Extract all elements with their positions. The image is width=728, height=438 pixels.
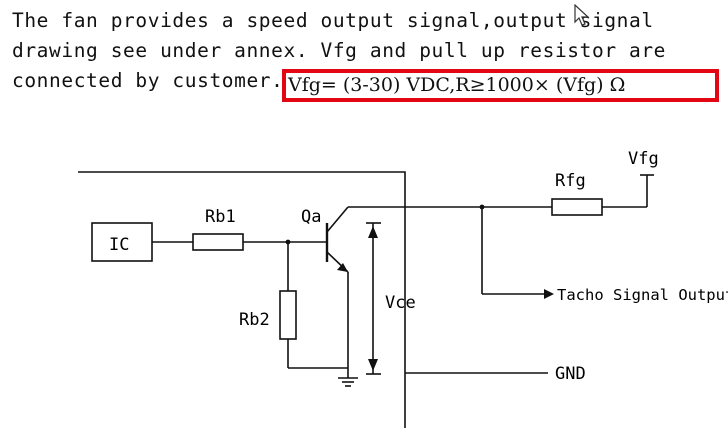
paragraph-line-1: The fan provides a speed output signal,o… bbox=[12, 9, 654, 32]
tacho-arrow bbox=[544, 289, 554, 299]
rfg-label: Rfg bbox=[555, 171, 586, 191]
rb1-label: Rb1 bbox=[205, 207, 236, 227]
rb1-resistor bbox=[192, 233, 244, 251]
tacho-label: Tacho Signal Output bbox=[557, 286, 728, 304]
paragraph-line-2: drawing see under annex. Vfg and pull up… bbox=[12, 39, 667, 62]
rfg-resistor bbox=[551, 198, 603, 216]
highlight-box bbox=[282, 69, 719, 102]
ground-icon bbox=[338, 377, 358, 387]
qa-label: Qa bbox=[301, 207, 321, 227]
emitter-arrow bbox=[337, 263, 348, 272]
rb2-label: Rb2 bbox=[239, 310, 270, 330]
paragraph-line-3: connected by customer. bbox=[12, 69, 284, 92]
description-paragraph: The fan provides a speed output signal,o… bbox=[12, 6, 717, 96]
mouse-cursor-icon bbox=[574, 4, 590, 26]
vfg-formula: Vfg= (3-30) VDC,R≥1000× (Vfg) Ω bbox=[288, 74, 626, 96]
vce-label: Vce bbox=[385, 293, 416, 313]
rb2-resistor bbox=[279, 290, 297, 340]
fan-boundary-line bbox=[78, 171, 406, 428]
vfg-label: Vfg bbox=[628, 149, 659, 169]
gnd-label: GND bbox=[555, 364, 586, 384]
ic-label: IC bbox=[109, 235, 129, 255]
